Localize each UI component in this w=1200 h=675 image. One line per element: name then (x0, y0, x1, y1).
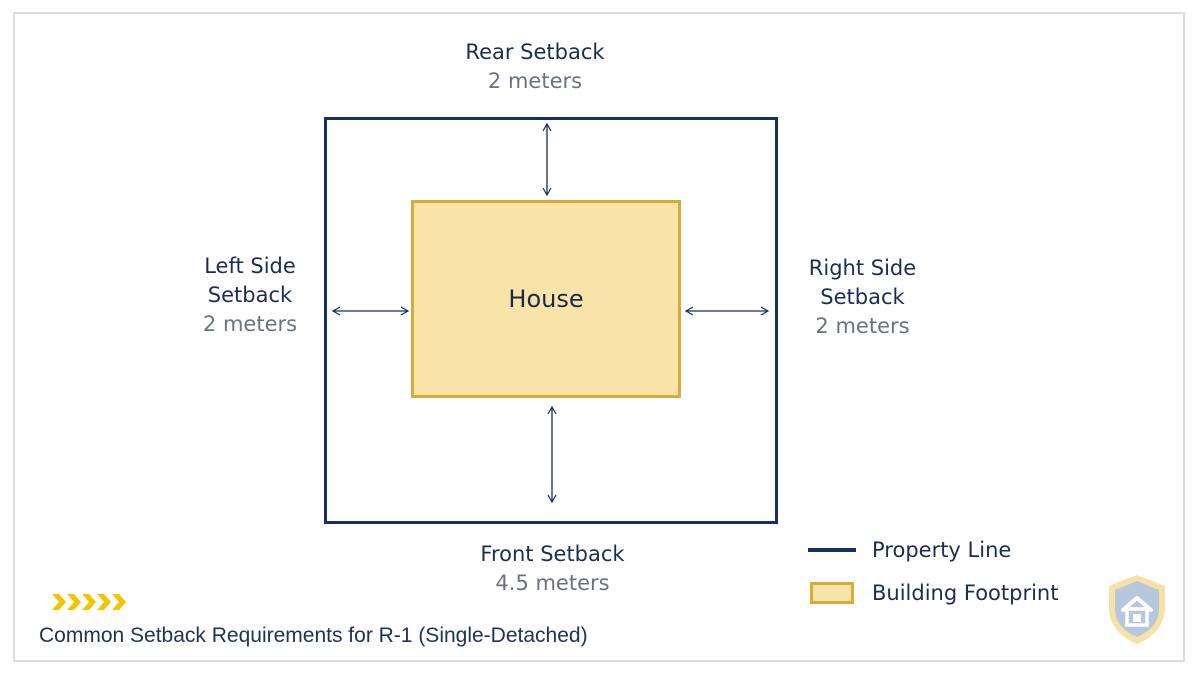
building-footprint-swatch (810, 582, 854, 604)
figure-caption: Common Setback Requirements for R-1 (Sin… (39, 624, 588, 647)
legend-item-building-footprint: Building Footprint (808, 581, 1058, 605)
left-setback-value: 2 meters (202, 312, 298, 336)
right-setback-value: 2 meters (815, 314, 910, 338)
right-setback-name-line2: Setback (820, 285, 905, 309)
right-setback-name-line1: Right Side (808, 256, 917, 280)
legend-label-property-line: Property Line (872, 538, 1012, 562)
chevrons-right-icon (52, 594, 126, 610)
rear-setback-value: 2 meters (487, 69, 583, 93)
left-setback-name-line2: Setback (207, 283, 293, 307)
house-shield-icon (1109, 575, 1165, 644)
legend-item-property-line: Property Line (808, 538, 1011, 562)
front-setback-label: Front Setback 4.5 meters (445, 540, 660, 598)
rear-setback-name: Rear Setback (465, 40, 605, 64)
building-footprint: House (411, 200, 681, 398)
left-setback-label: Left Side Setback 2 meters (175, 252, 325, 339)
property-line-swatch (808, 548, 856, 552)
property-line (324, 117, 778, 524)
rear-setback-label: Rear Setback 2 meters (430, 38, 640, 96)
front-setback-value: 4.5 meters (495, 571, 610, 595)
legend-label-building-footprint: Building Footprint (872, 581, 1059, 605)
left-setback-name-line1: Left Side (204, 254, 296, 278)
right-setback-label: Right Side Setback 2 meters (785, 254, 940, 341)
front-setback-name: Front Setback (480, 542, 625, 566)
house-label: House (508, 285, 584, 313)
